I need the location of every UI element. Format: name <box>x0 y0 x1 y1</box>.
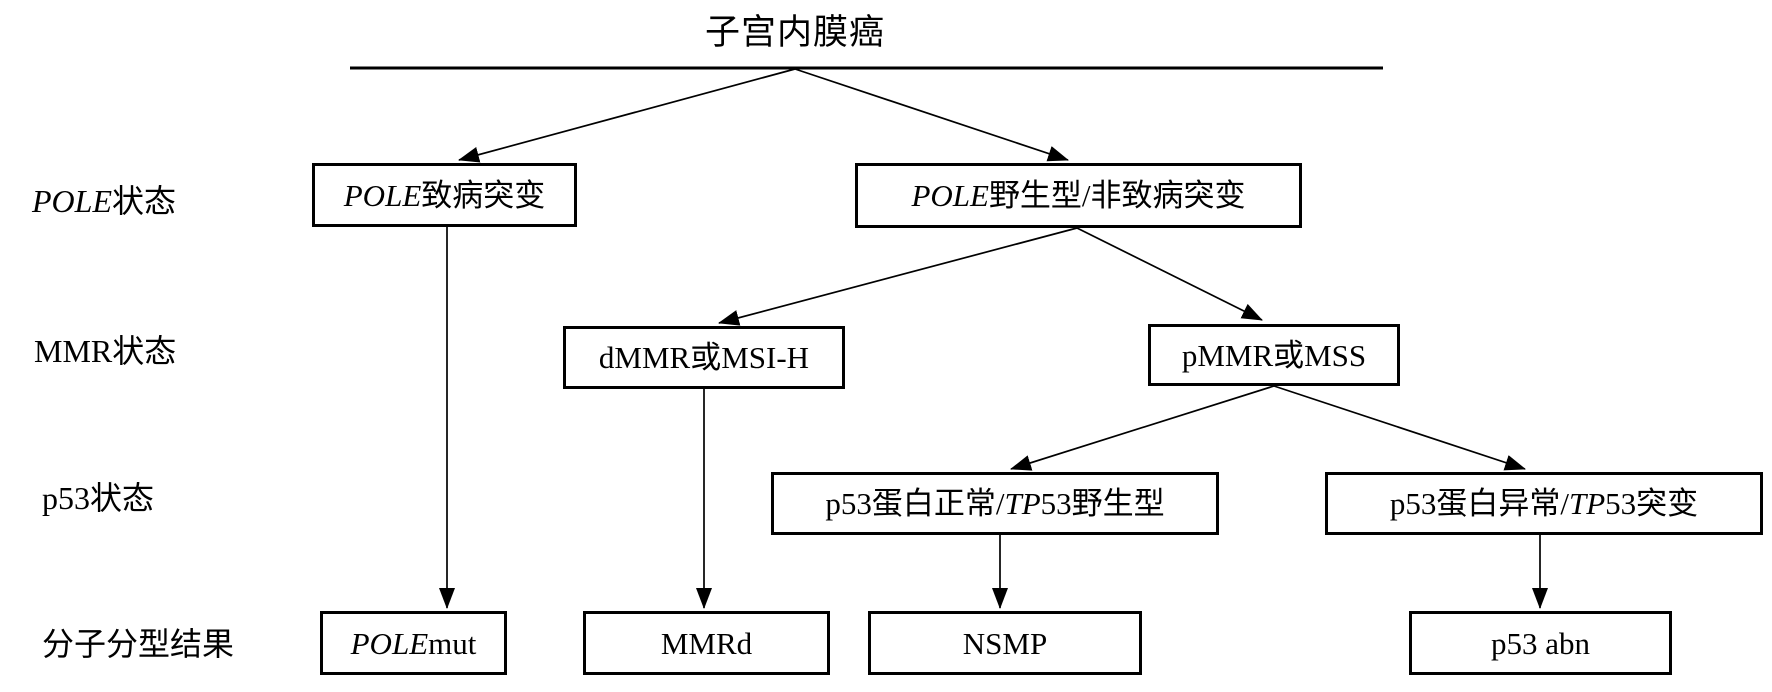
node-p53-normal-post: 53野生型 <box>1040 486 1165 521</box>
node-pole-wildtype-gene: POLE <box>911 178 989 213</box>
node-p53-normal-pre: p53蛋白正常/ <box>825 486 1005 521</box>
row-label-pole-status-rest: 状态 <box>112 183 177 219</box>
node-p53-abnormal-gene: TP <box>1568 486 1606 521</box>
node-result-mmrd: MMRd <box>583 611 830 675</box>
node-pmmr-mss: pMMR或MSS <box>1148 324 1400 386</box>
node-dmmr-msih: dMMR或MSI-H <box>563 326 845 389</box>
node-result-pole-gene: POLE <box>350 625 429 661</box>
row-label-pole-status-gene: POLE <box>32 183 112 219</box>
node-result-pole-rest: mut <box>428 625 477 661</box>
row-label-pole-status: POLE状态 <box>32 183 176 220</box>
arrow-pmmr-to-p53-abnormal <box>1273 385 1526 471</box>
arrow-pole-wildtype-to-dmmr <box>718 227 1078 326</box>
node-p53-normal-gene: TP <box>1004 486 1041 521</box>
node-p53-abnormal-post: 53突变 <box>1605 486 1699 521</box>
arrow-root-to-pole-pathogenic <box>458 68 796 163</box>
node-pole-wildtype-rest: 野生型/非致病突变 <box>988 178 1246 213</box>
row-label-p53-status: p53状态 <box>42 480 155 516</box>
node-pole-pathogenic-gene: POLE <box>343 177 422 213</box>
arrow-root-to-pole-wildtype <box>794 68 1069 162</box>
row-label-molecular-result: 分子分型结果 <box>42 626 235 662</box>
arrow-pmmr-to-p53-normal <box>1010 385 1275 471</box>
row-label-mmr-status: MMR状态 <box>34 333 177 369</box>
node-p53-abnormal-pre: p53蛋白异常/ <box>1389 486 1569 521</box>
arrow-pole-wildtype-to-pmmr <box>1076 227 1263 321</box>
node-pole-pathogenic-rest: 致病突变 <box>421 177 546 213</box>
node-result-pole-mut: POLE mut <box>320 611 507 675</box>
node-result-p53-abn: p53 abn <box>1409 611 1672 675</box>
diagram-title: 子宫内膜癌 <box>704 13 885 52</box>
node-result-nsmp: NSMP <box>868 611 1142 675</box>
